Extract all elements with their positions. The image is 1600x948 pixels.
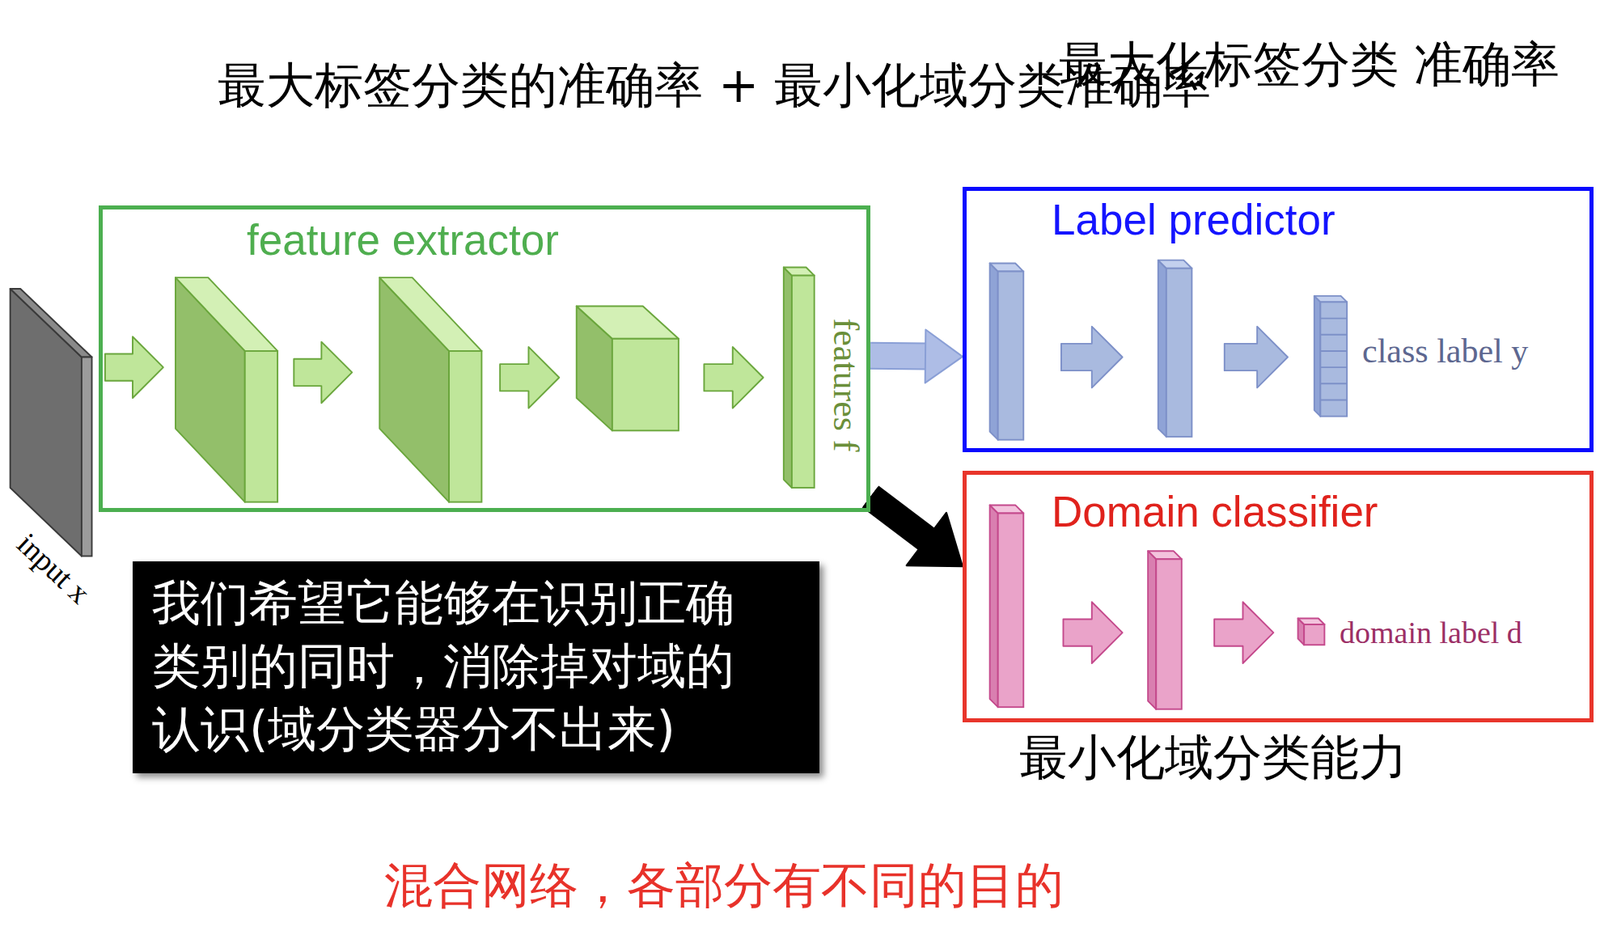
- callout-box: 我们希望它能够在识别正确 类别的同时，消除掉对域的 认识(域分类器分不出来): [132, 561, 820, 774]
- layer-side: [1158, 260, 1167, 437]
- box-title: feature extractor: [246, 214, 559, 267]
- pool-layer: [576, 305, 679, 431]
- arrow-shaft-outline: [870, 342, 930, 371]
- cell-divider: [1320, 334, 1347, 336]
- fc-layer: [990, 504, 1025, 707]
- cell-divider: [1320, 382, 1347, 385]
- layer-front: [612, 338, 679, 432]
- layer-front: [245, 351, 278, 503]
- label-predictor-box: Label predictor: [962, 186, 1594, 453]
- layer-side: [990, 504, 999, 707]
- conv-layer: [175, 277, 278, 503]
- layer-top: [379, 277, 482, 352]
- layer-side: [783, 267, 792, 488]
- cell-divider: [1320, 317, 1347, 320]
- flow-arrow: [1214, 601, 1274, 664]
- layer-top: [990, 262, 1025, 271]
- layer-front: [998, 513, 1025, 708]
- label-holder: 最大化标签分类 准确率: [1058, 32, 1560, 96]
- fc-layer: [1158, 260, 1193, 437]
- box-title: Label predictor: [1051, 194, 1336, 246]
- cell-divider: [1320, 399, 1347, 402]
- layer-front: [1320, 301, 1347, 416]
- layer-side: [1147, 550, 1156, 710]
- flow-arrow: [1061, 326, 1123, 389]
- flow-arrow: [1062, 601, 1122, 664]
- feature-vector: [783, 267, 815, 488]
- label-holder: domain label d: [1339, 614, 1523, 652]
- label-holder: 最小化域分类能力: [1019, 728, 1408, 787]
- output-label: domain label d: [1339, 614, 1523, 652]
- layer-front: [81, 357, 93, 557]
- flow-arrow: [1224, 326, 1288, 389]
- layer-top: [1147, 550, 1182, 559]
- objective-note: 最小化域分类能力: [1019, 728, 1408, 787]
- callout-text: 我们希望它能够在识别正确 类别的同时，消除掉对域的 认识(域分类器分不出来): [152, 571, 767, 761]
- input-image: [10, 288, 93, 557]
- domain-classifier-box: Domain classifier: [962, 470, 1594, 723]
- arrow-shaft-outline: [870, 496, 931, 542]
- feature-label: features f: [824, 318, 868, 453]
- flow-arrow: [293, 342, 352, 404]
- layer-top: [1158, 260, 1193, 269]
- layer-top: [576, 305, 679, 339]
- flow-arrow: [703, 347, 763, 409]
- feature-flow-arrow: [870, 329, 963, 383]
- layer-front: [1155, 558, 1182, 709]
- layer-front: [1303, 624, 1325, 645]
- layer-front: [448, 351, 482, 503]
- layer-top: [10, 288, 93, 358]
- layer-front: [791, 275, 815, 488]
- fc-layer: [990, 262, 1025, 440]
- class-output: [1314, 296, 1347, 417]
- layer-top: [1298, 617, 1325, 625]
- domain-output: [1298, 617, 1325, 645]
- arrow-head: [925, 329, 963, 383]
- box-title: Domain classifier: [1051, 486, 1379, 538]
- cell-divider: [1320, 366, 1347, 369]
- layer-side: [1314, 296, 1321, 417]
- flow-arrow: [105, 336, 164, 398]
- layer-front: [1166, 268, 1193, 437]
- arrow-head: [906, 512, 963, 567]
- cell-divider: [1320, 350, 1347, 352]
- objective-note: 最大化标签分类 准确率: [1058, 32, 1560, 96]
- arrow-shaft: [870, 343, 930, 369]
- feature-flow-arrow: [870, 496, 963, 567]
- layer-top: [1314, 296, 1347, 303]
- output-label: class label y: [1362, 330, 1529, 372]
- layer-side: [10, 288, 82, 557]
- layer-top: [783, 267, 815, 276]
- layer-front: [998, 271, 1025, 441]
- conv-layer: [379, 277, 482, 503]
- flow-arrow: [499, 347, 559, 409]
- fc-layer: [1147, 550, 1182, 710]
- arrow-shaft: [870, 496, 931, 542]
- caption-holder: 混合网络，各部分有不同的目的: [384, 855, 1064, 915]
- feature-extractor-box: feature extractor: [98, 205, 871, 513]
- layer-top: [990, 504, 1025, 513]
- layer-side: [990, 262, 999, 440]
- layer-top: [175, 277, 278, 352]
- label-holder: class label y: [1362, 330, 1529, 372]
- caption: 混合网络，各部分有不同的目的: [384, 855, 1064, 915]
